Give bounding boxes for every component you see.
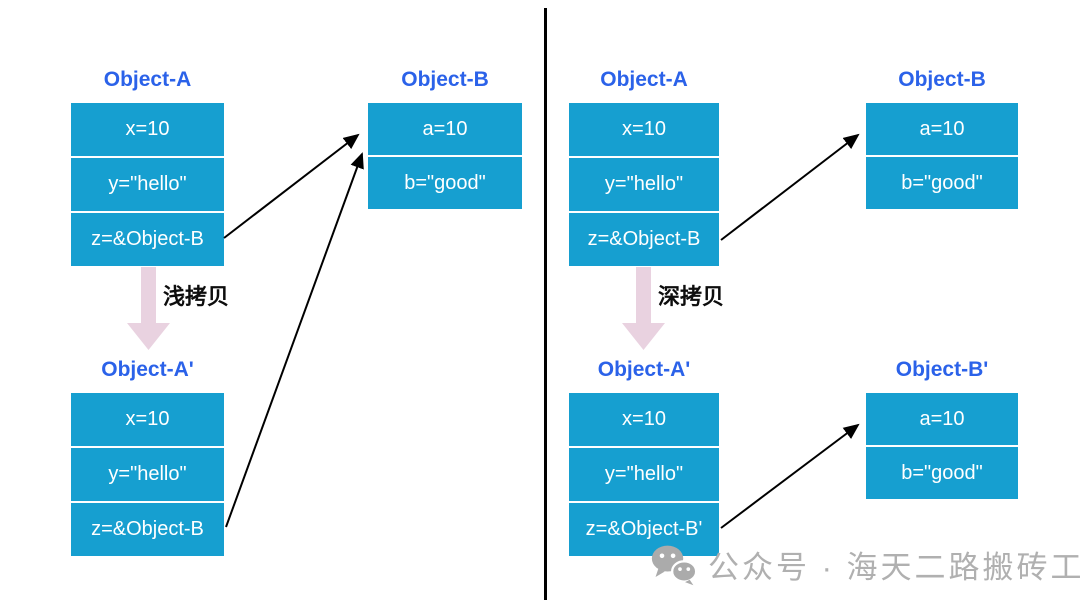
object-a-cell-z: z=&Object-B bbox=[71, 213, 224, 266]
pointer-arrow-objectAcopy-to-objectB bbox=[225, 152, 364, 528]
object-b-copy-box: a=10 b="good" bbox=[866, 393, 1018, 499]
object-a-copy-cell-y: y="hello" bbox=[569, 448, 719, 501]
object-a-cell-x: x=10 bbox=[569, 103, 719, 156]
wechat-icon bbox=[651, 545, 698, 585]
object-a-copy-title: Object-A' bbox=[101, 358, 194, 381]
object-a-title: Object-A bbox=[103, 68, 192, 91]
object-a-box: x=10 y="hello" z=&Object-B bbox=[71, 103, 224, 266]
shallow-copy-label: 浅拷贝 bbox=[163, 284, 230, 309]
object-b-copy-cell-a: a=10 bbox=[866, 393, 1018, 445]
object-a-copy-cell-x: x=10 bbox=[569, 393, 719, 446]
object-b-cell-b: b="good" bbox=[368, 157, 522, 209]
object-a-copy-box: x=10 y="hello" z=&Object-B bbox=[71, 393, 224, 556]
object-b-copy-cell-b: b="good" bbox=[866, 447, 1018, 499]
object-b-cell-a: a=10 bbox=[368, 103, 522, 155]
deep-copy-label: 深拷贝 bbox=[658, 284, 725, 309]
object-a-copy-cell-x: x=10 bbox=[71, 393, 224, 446]
object-a-box: x=10 y="hello" z=&Object-B bbox=[569, 103, 719, 266]
pointer-arrow-objectA-to-objectB bbox=[223, 133, 360, 239]
object-a-cell-x: x=10 bbox=[71, 103, 224, 156]
object-a-title: Object-A bbox=[600, 68, 688, 91]
object-b-box: a=10 b="good" bbox=[866, 103, 1018, 209]
watermark-text: 公众号 · 海天二路搬砖工 bbox=[708, 550, 1080, 585]
object-b-cell-a: a=10 bbox=[866, 103, 1018, 155]
object-a-copy-cell-z: z=&Object-B' bbox=[569, 503, 719, 556]
object-a-cell-y: y="hello" bbox=[569, 158, 719, 211]
object-a-copy-title: Object-A' bbox=[597, 358, 691, 381]
object-b-cell-b: b="good" bbox=[866, 157, 1018, 209]
pointer-arrow-objectA-to-objectB bbox=[720, 133, 860, 241]
object-a-copy-box: x=10 y="hello" z=&Object-B' bbox=[569, 393, 719, 556]
watermark: 公众号 · 海天二路搬砖工 bbox=[650, 542, 1080, 587]
object-b-box: a=10 b="good" bbox=[368, 103, 522, 209]
object-b-copy-title: Object-B' bbox=[895, 358, 989, 381]
object-a-copy-cell-z: z=&Object-B bbox=[71, 503, 224, 556]
object-a-cell-z: z=&Object-B bbox=[569, 213, 719, 266]
object-b-title: Object-B bbox=[401, 68, 489, 91]
object-a-cell-y: y="hello" bbox=[71, 158, 224, 211]
pointer-arrow-objectAcopy-to-objectBcopy bbox=[720, 423, 860, 529]
object-b-title: Object-B bbox=[898, 68, 986, 91]
object-a-copy-cell-y: y="hello" bbox=[71, 448, 224, 501]
